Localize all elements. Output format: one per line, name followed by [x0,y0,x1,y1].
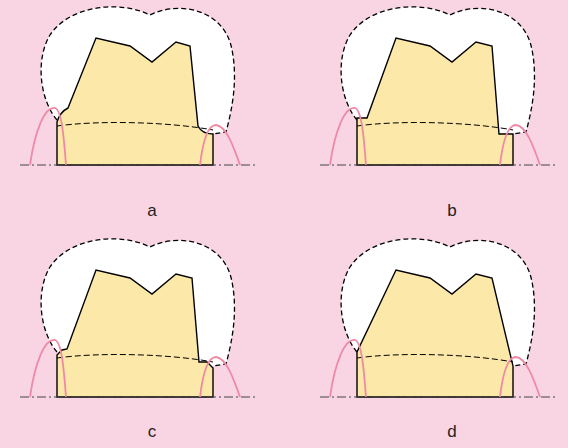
chamfer-preparation [20,7,258,165]
bevelled-shoulder-preparation [20,239,258,397]
panel-label: c [148,423,157,440]
panel-label: d [447,423,456,440]
panel-label: a [147,202,156,219]
knife-edge-preparation [320,239,558,397]
shoulder-preparation [320,7,558,165]
panel-label: b [447,202,456,219]
